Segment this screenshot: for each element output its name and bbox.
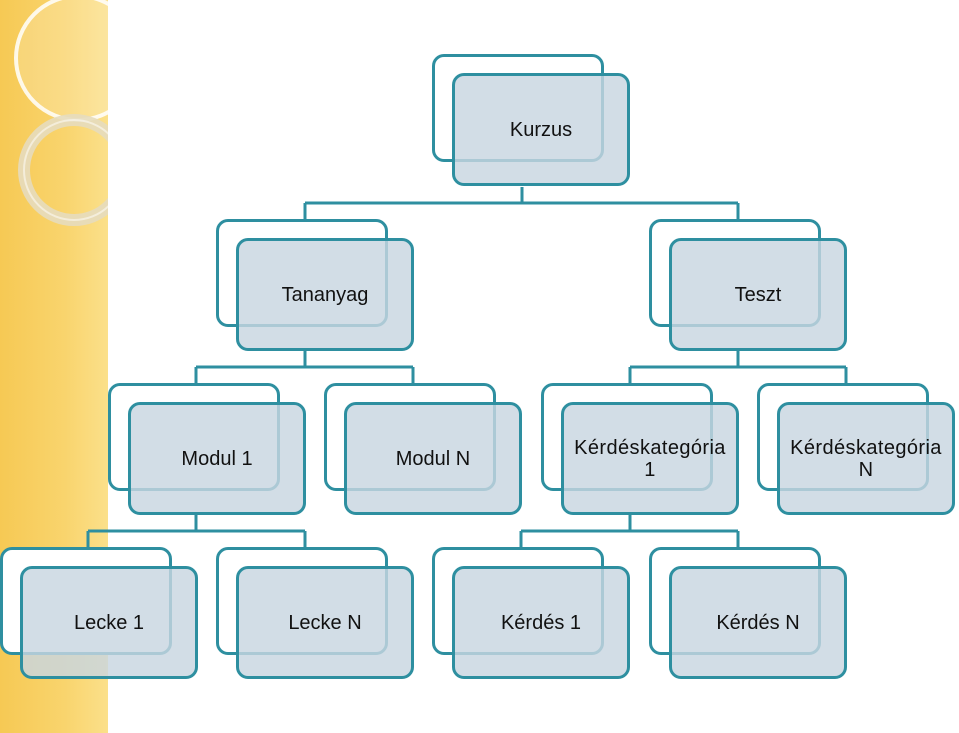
node-label: Kérdéskategória N <box>790 436 942 481</box>
node-modul-n: Modul N <box>324 383 546 515</box>
node-label: Modul N <box>395 447 471 470</box>
node-teszt: Teszt <box>649 219 871 351</box>
node-kerdes-n: Kérdés N <box>649 547 871 679</box>
node-label: Kurzus <box>509 118 573 141</box>
node-lecke-n: Lecke N <box>216 547 438 679</box>
node-modul-1: Modul 1 <box>108 383 330 515</box>
node-label: Kérdés 1 <box>500 611 582 634</box>
node-kerdeskategoria-1: Kérdéskategória 1 <box>541 383 763 515</box>
node-label: Lecke N <box>288 611 362 634</box>
node-label: Kérdéskategória 1 <box>574 436 726 481</box>
node-lecke-1: Lecke 1 <box>0 547 222 679</box>
node-label: Kérdés N <box>716 611 800 634</box>
node-kurzus: Kurzus <box>432 54 654 186</box>
node-label: Lecke 1 <box>73 611 145 634</box>
node-label: Teszt <box>734 283 782 306</box>
node-tananyag: Tananyag <box>216 219 438 351</box>
decorative-rings-icon <box>14 0 108 226</box>
node-kerdeskategoria-n: Kérdéskategória N <box>757 383 959 515</box>
node-label: Tananyag <box>281 283 369 306</box>
node-kerdes-1: Kérdés 1 <box>432 547 654 679</box>
node-label: Modul 1 <box>181 447 253 470</box>
